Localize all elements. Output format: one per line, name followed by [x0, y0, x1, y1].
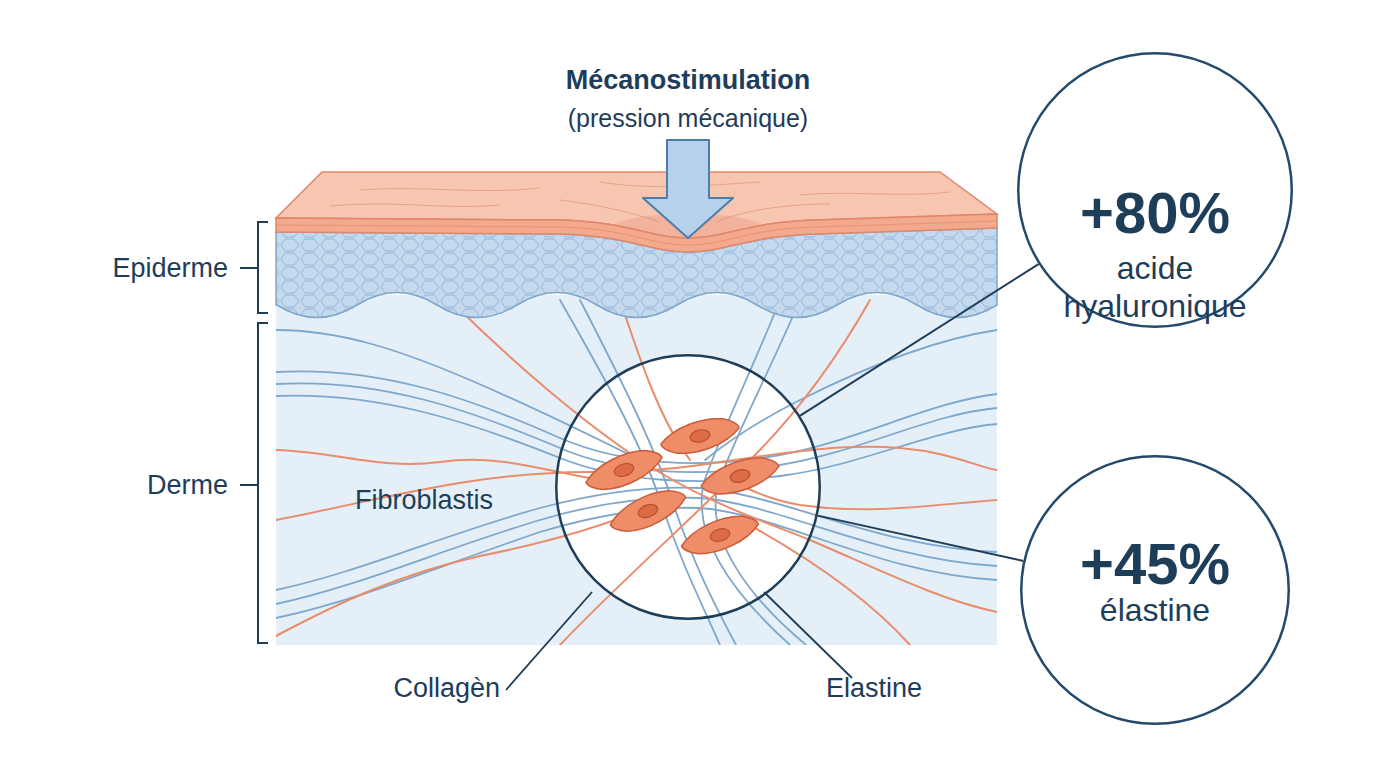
fibroblast-body [698, 452, 783, 500]
part-label: Derme [30, 469, 228, 501]
node-body: élastine [1035, 591, 1275, 629]
elastin-fiber [450, 300, 997, 612]
elastin-fiber [744, 522, 910, 645]
fibroblast-nucleus [637, 502, 660, 520]
pressure-arrow [643, 140, 733, 238]
elastin-fiber [276, 502, 660, 636]
node-heading: Fibroblastis [293, 484, 493, 516]
leader-connector [800, 264, 1038, 416]
stratum-line [276, 221, 997, 245]
fibroblast-cell [698, 452, 783, 500]
elastin-fiber [730, 480, 997, 509]
collagen-fiber [705, 330, 997, 460]
node-body: acide hyaluronique [1035, 249, 1275, 325]
callout-circle: +80%acide hyaluronique [1017, 52, 1293, 328]
fibroblast-body [658, 413, 742, 458]
leader-connector [818, 516, 1023, 561]
leader-line [764, 592, 852, 678]
layer-bracket [240, 222, 268, 313]
fibroblast-cell [581, 444, 666, 497]
fibroblast-body [605, 484, 690, 539]
node-heading: +80% [1017, 182, 1293, 244]
circle-outline [555, 354, 821, 620]
collagen-fiber [276, 330, 640, 460]
fibroblast-cell [605, 484, 690, 539]
fibroblast-cell [658, 413, 742, 458]
elastin-fiber [560, 300, 870, 645]
callout-circle: Fibroblastis [555, 354, 821, 620]
callout-circle: +45%élastine [1020, 455, 1290, 725]
part-label: (pression mécanique) [438, 102, 938, 134]
elastin-fiber [276, 450, 600, 480]
fibroblast-body [581, 444, 666, 497]
stratum-corneum [276, 214, 997, 252]
node-heading: +45% [1020, 533, 1290, 595]
fibroblast-nucleus [689, 428, 711, 444]
fibroblast-nucleus [729, 468, 751, 484]
diagram-title: Mécanostimulation [388, 63, 988, 97]
skin-texture [330, 182, 950, 222]
part-label: Elastine [826, 672, 1026, 704]
fibroblast-nucleus [709, 526, 732, 543]
part-label: Collagèn [300, 672, 500, 704]
circle-border [556, 355, 820, 619]
dermis-layer [276, 295, 997, 645]
layer-bracket [240, 323, 268, 643]
part-label: Epiderme [30, 252, 228, 284]
leader-line [506, 592, 592, 690]
fibroblast-body [677, 510, 762, 560]
fibroblast-cell [677, 510, 762, 560]
fibroblast-nucleus [613, 461, 636, 479]
